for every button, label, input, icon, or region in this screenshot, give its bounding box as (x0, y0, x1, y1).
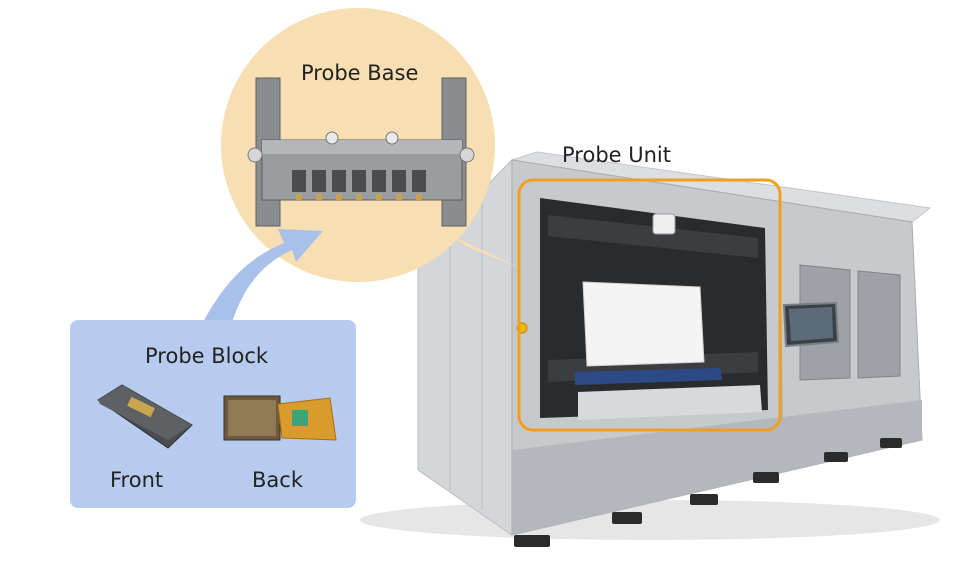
connector (332, 170, 346, 192)
clamp (459, 147, 475, 163)
probe-base-callout (221, 8, 520, 282)
side-panel (857, 270, 901, 379)
probe-base-label: Probe Base (301, 61, 419, 85)
pin (316, 194, 322, 200)
front-label: Front (110, 468, 164, 492)
pin (336, 194, 342, 200)
probe-head (652, 213, 676, 235)
probe-block-back-image (223, 395, 337, 441)
pin (396, 194, 402, 200)
probe-card (582, 281, 705, 367)
foot (690, 494, 718, 505)
pin (376, 194, 382, 200)
connector (392, 170, 406, 192)
foot (514, 535, 550, 547)
probe-base-rail (262, 140, 462, 154)
monitor-screen (789, 307, 833, 341)
pin (416, 194, 422, 200)
probe-block-front-image (97, 384, 193, 449)
connector (372, 170, 386, 192)
probe-block-panel-bg (70, 320, 356, 508)
machine-front-shade (512, 400, 922, 535)
connector (292, 170, 306, 192)
probe-block-to-base-arrow (203, 229, 323, 322)
connector (352, 170, 366, 192)
knob (325, 131, 339, 145)
callout-tail (440, 230, 520, 268)
probe-base-image (247, 77, 475, 227)
connector-pins (296, 194, 422, 200)
probe-base-connectors (292, 170, 426, 192)
connector (412, 170, 426, 192)
probe-block-back-grid (228, 400, 276, 436)
machine (360, 151, 940, 547)
foot (753, 472, 779, 483)
probe-base-strip (575, 368, 722, 385)
clamp (247, 147, 263, 163)
pin (356, 194, 362, 200)
probe-unit-label: Probe Unit (562, 143, 671, 167)
machine-shadow (360, 500, 940, 540)
foot (824, 452, 848, 462)
back-label: Back (252, 468, 303, 492)
probe-block-panel (70, 320, 356, 508)
probe-block-back-connector (292, 410, 308, 426)
foot (612, 512, 642, 524)
probe-unit-lower-panel (578, 385, 762, 420)
connector (312, 170, 326, 192)
foot (880, 438, 902, 448)
probe-block-label: Probe Block (145, 344, 269, 368)
probe-unit-highlight-frame (517, 178, 782, 432)
probe-unit-rail (548, 215, 758, 258)
machine-feet (514, 438, 902, 547)
knob (385, 131, 399, 145)
pin (296, 194, 302, 200)
probe-block-front-chip (127, 396, 155, 418)
